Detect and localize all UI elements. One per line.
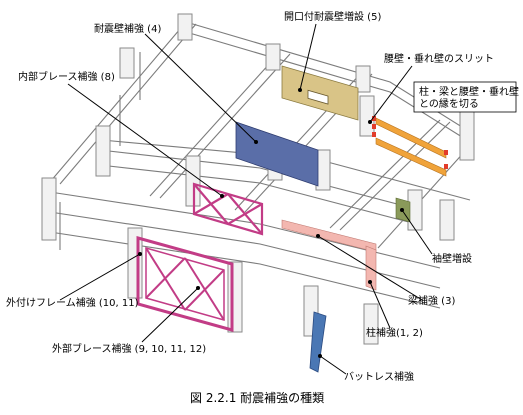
- slit-upper: [375, 117, 447, 159]
- beam-strengthening-panel: [281, 219, 377, 253]
- opening-wall-panel: [281, 65, 359, 121]
- buttress-panel: [309, 311, 327, 373]
- figure-caption: 図 2.2.1 耐震補強の種類: [190, 391, 324, 405]
- leader-lines: [59, 23, 433, 375]
- slit-note-box: [413, 81, 517, 113]
- label-internal-brace: 内部ブレース補強 (8): [18, 70, 115, 83]
- slit-markers: [372, 116, 448, 169]
- label-column-strengthening: 柱補強(1, 2): [366, 326, 423, 339]
- label-waist-wall-slit: 腰壁・垂れ壁のスリット: [384, 52, 494, 65]
- label-buttress: バットレス補強: [344, 370, 414, 383]
- label-wall-strengthening: 耐震壁補強 (4): [94, 22, 161, 35]
- internal-brace: [192, 182, 264, 236]
- label-slit-note-line2: との縁を切る: [419, 97, 479, 110]
- slit-lower: [375, 137, 447, 177]
- label-beam-strengthening: 梁補強 (3): [408, 294, 455, 307]
- label-external-brace: 外部ブレース補強 (9, 10, 11, 12): [52, 342, 206, 355]
- label-opening-wall-addition: 開口付耐震壁増設 (5): [284, 10, 381, 23]
- external-brace-frame: [136, 236, 234, 332]
- shear-wall-panel: [235, 121, 319, 187]
- label-external-frame: 外付けフレーム補強 (10, 11): [6, 296, 139, 309]
- label-wing-wall: 袖壁増設: [432, 252, 472, 265]
- column-strengthening-panel: [365, 245, 377, 291]
- label-slit-note-line1: 柱・梁と腰壁・垂れ壁: [419, 85, 519, 98]
- wall-opening: [307, 89, 329, 105]
